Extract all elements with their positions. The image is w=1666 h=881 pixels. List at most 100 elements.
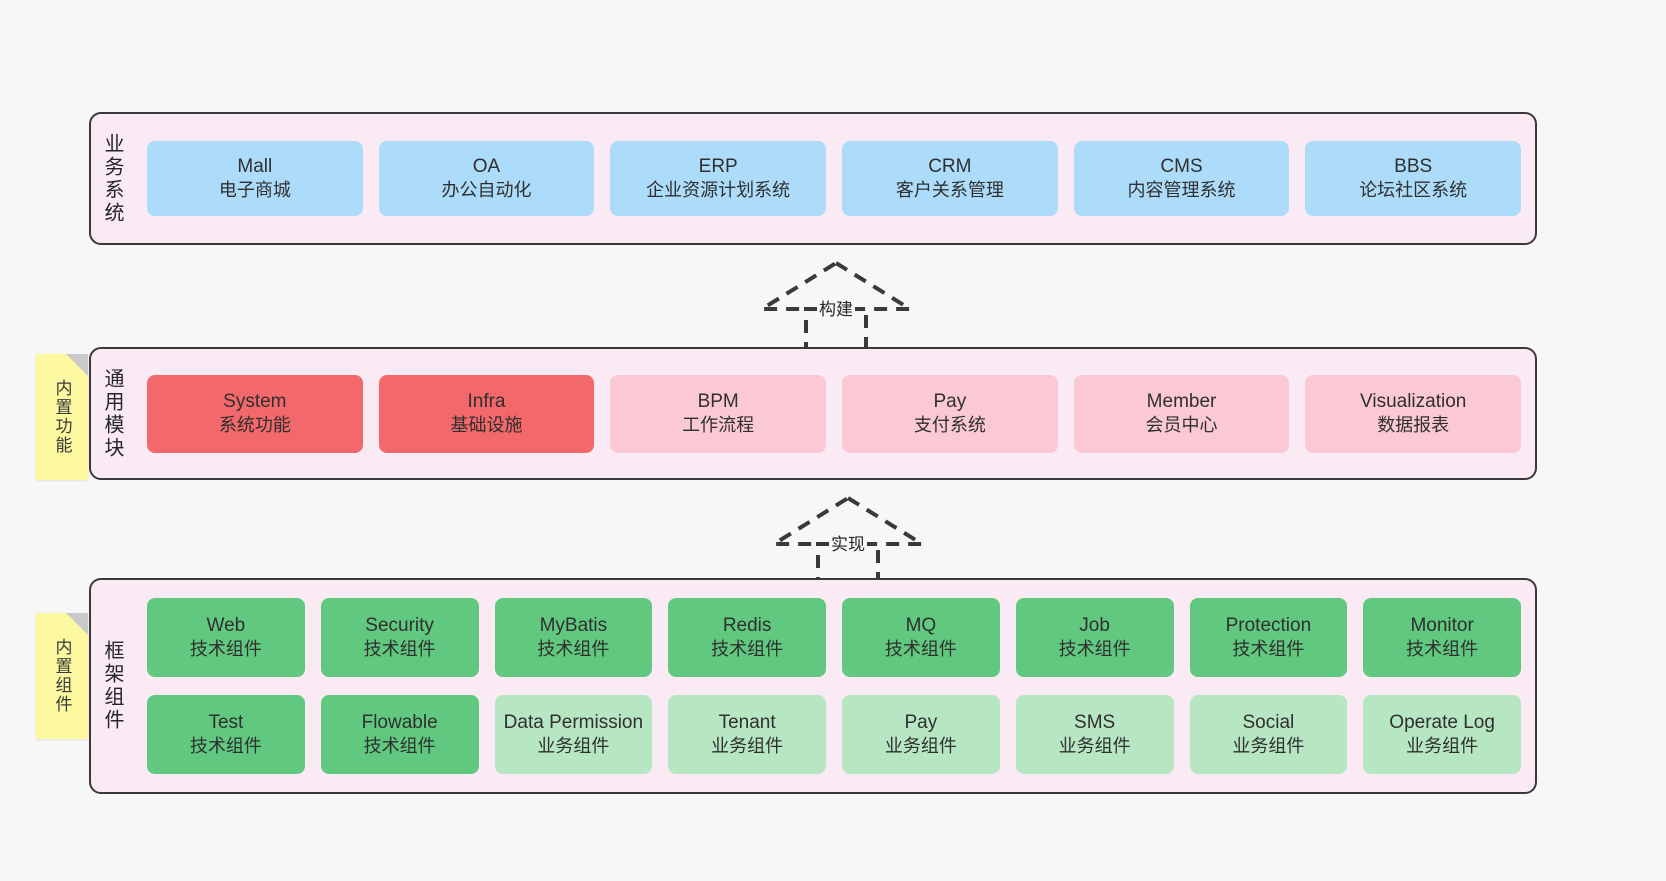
layer-label-common-modules: 通用模块 [101, 367, 123, 460]
card-pay[interactable]: Pay 支付系统 [842, 374, 1058, 453]
card-mybatis[interactable]: MyBatis 技术组件 [494, 598, 653, 677]
card-subtitle: 业务组件 [1406, 736, 1479, 757]
card-subtitle: 客户关系管理 [895, 180, 1004, 201]
card-subtitle: 技术组件 [884, 639, 957, 660]
card-subtitle: 支付系统 [913, 415, 986, 436]
card-mq[interactable]: MQ 技术组件 [842, 598, 1000, 677]
card-bpm[interactable]: BPM 工作流程 [610, 374, 827, 453]
card-test[interactable]: Test 技术组件 [147, 695, 305, 774]
layer-label-framework-components: 框架组件 [101, 640, 123, 732]
card-title: Visualization [1360, 391, 1467, 413]
card-crm[interactable]: CRM 客户关系管理 [842, 141, 1058, 216]
card-subtitle: 技术组件 [189, 736, 262, 757]
card-title: MyBatis [539, 615, 608, 637]
connector-build: 构建 [754, 260, 918, 351]
card-title: Mall [237, 156, 273, 178]
card-title: OA [472, 156, 501, 178]
card-social[interactable]: Social 业务组件 [1189, 695, 1348, 774]
card-system[interactable]: System 系统功能 [147, 374, 363, 453]
card-title: MQ [905, 615, 937, 637]
card-title: Pay [904, 712, 938, 734]
card-subtitle: 工作流程 [682, 415, 755, 436]
card-title: Tenant [718, 712, 776, 734]
card-subtitle: 业务组件 [1058, 736, 1131, 757]
card-title: Monitor [1410, 615, 1474, 637]
card-title: CRM [928, 156, 972, 178]
card-subtitle: 会员中心 [1145, 415, 1218, 436]
card-cms[interactable]: CMS 内容管理系统 [1073, 141, 1290, 216]
card-tenant[interactable]: Tenant 业务组件 [668, 695, 826, 774]
card-security[interactable]: Security 技术组件 [320, 598, 479, 677]
card-subtitle: 业务组件 [537, 736, 610, 757]
card-title: Test [208, 712, 244, 734]
card-operate-log[interactable]: Operate Log 业务组件 [1363, 695, 1521, 774]
card-redis[interactable]: Redis 技术组件 [668, 598, 826, 677]
card-subtitle: 内容管理系统 [1127, 180, 1236, 201]
folded-corner-icon [66, 613, 88, 635]
card-row: System 系统功能 Infra 基础设施 BPM 工作流程 Pay 支付系统… [147, 374, 1522, 453]
card-title: BBS [1394, 156, 1433, 178]
card-mall[interactable]: Mall 电子商城 [147, 141, 363, 216]
card-row: Test 技术组件 Flowable 技术组件 Data Permission … [147, 695, 1521, 774]
layer-body-common-modules: System 系统功能 Infra 基础设施 BPM 工作流程 Pay 支付系统… [133, 349, 1535, 478]
card-member[interactable]: Member 会员中心 [1073, 374, 1290, 453]
connector-label-build: 构建 [817, 300, 855, 319]
card-title: Redis [722, 615, 772, 637]
card-subtitle: 技术组件 [189, 639, 262, 660]
card-title: ERP [698, 156, 738, 178]
card-pay-business[interactable]: Pay 业务组件 [842, 695, 1000, 774]
card-subtitle: 企业资源计划系统 [646, 180, 791, 201]
card-title: Infra [467, 391, 506, 413]
card-subtitle: 业务组件 [1232, 736, 1305, 757]
card-subtitle: 业务组件 [711, 736, 784, 757]
card-title: Job [1079, 615, 1110, 637]
card-data-permission[interactable]: Data Permission 业务组件 [494, 695, 653, 774]
layer-body-business-systems: Mall 电子商城 OA 办公自动化 ERP 企业资源计划系统 CRM 客户关系… [133, 114, 1535, 243]
card-job[interactable]: Job 技术组件 [1015, 598, 1174, 677]
layer-common-modules: 通用模块 System 系统功能 Infra 基础设施 BPM 工作流程 Pay… [89, 347, 1537, 480]
card-oa[interactable]: OA 办公自动化 [378, 141, 595, 216]
layer-business-systems: 业务系统 Mall 电子商城 OA 办公自动化 ERP 企业资源计划系统 CRM… [89, 112, 1537, 245]
card-subtitle: 论坛社区系统 [1359, 180, 1468, 201]
card-title: SMS [1074, 712, 1116, 734]
layer-label-business-systems: 业务系统 [101, 132, 123, 225]
card-subtitle: 技术组件 [1232, 639, 1305, 660]
card-subtitle: 技术组件 [363, 639, 436, 660]
card-bbs[interactable]: BBS 论坛社区系统 [1305, 141, 1522, 216]
card-title: Data Permission [503, 712, 644, 734]
card-title: Pay [933, 391, 967, 413]
connector-label-implement: 实现 [829, 535, 867, 554]
card-protection[interactable]: Protection 技术组件 [1189, 598, 1348, 677]
sticky-note-label: 内置组件 [52, 638, 72, 714]
card-title: Security [365, 615, 434, 637]
card-title: System [223, 391, 287, 413]
card-title: Protection [1225, 615, 1312, 637]
card-subtitle: 技术组件 [1058, 639, 1131, 660]
layer-framework-components: 框架组件 Web 技术组件 Security 技术组件 MyBatis 技术组件… [89, 578, 1537, 794]
card-subtitle: 电子商城 [218, 180, 291, 201]
card-subtitle: 数据报表 [1377, 415, 1450, 436]
card-title: BPM [697, 391, 739, 413]
card-subtitle: 技术组件 [711, 639, 784, 660]
card-row: Mall 电子商城 OA 办公自动化 ERP 企业资源计划系统 CRM 客户关系… [147, 141, 1522, 216]
card-flowable[interactable]: Flowable 技术组件 [320, 695, 479, 774]
card-web[interactable]: Web 技术组件 [147, 598, 305, 677]
card-subtitle: 系统功能 [218, 415, 291, 436]
card-subtitle: 技术组件 [363, 736, 436, 757]
sticky-note-label: 内置功能 [52, 379, 72, 455]
card-title: Flowable [361, 712, 438, 734]
card-subtitle: 技术组件 [1406, 639, 1479, 660]
card-subtitle: 基础设施 [450, 415, 523, 436]
card-infra[interactable]: Infra 基础设施 [378, 374, 595, 453]
card-sms[interactable]: SMS 业务组件 [1015, 695, 1174, 774]
card-row: Web 技术组件 Security 技术组件 MyBatis 技术组件 Redi… [147, 598, 1521, 677]
card-monitor[interactable]: Monitor 技术组件 [1363, 598, 1521, 677]
card-erp[interactable]: ERP 企业资源计划系统 [610, 141, 827, 216]
card-subtitle: 业务组件 [884, 736, 957, 757]
card-visualization[interactable]: Visualization 数据报表 [1305, 374, 1522, 453]
card-title: Member [1146, 391, 1217, 413]
sticky-note-builtin-functions: 内置功能 [36, 354, 88, 480]
card-title: Social [1242, 712, 1295, 734]
card-subtitle: 技术组件 [537, 639, 610, 660]
